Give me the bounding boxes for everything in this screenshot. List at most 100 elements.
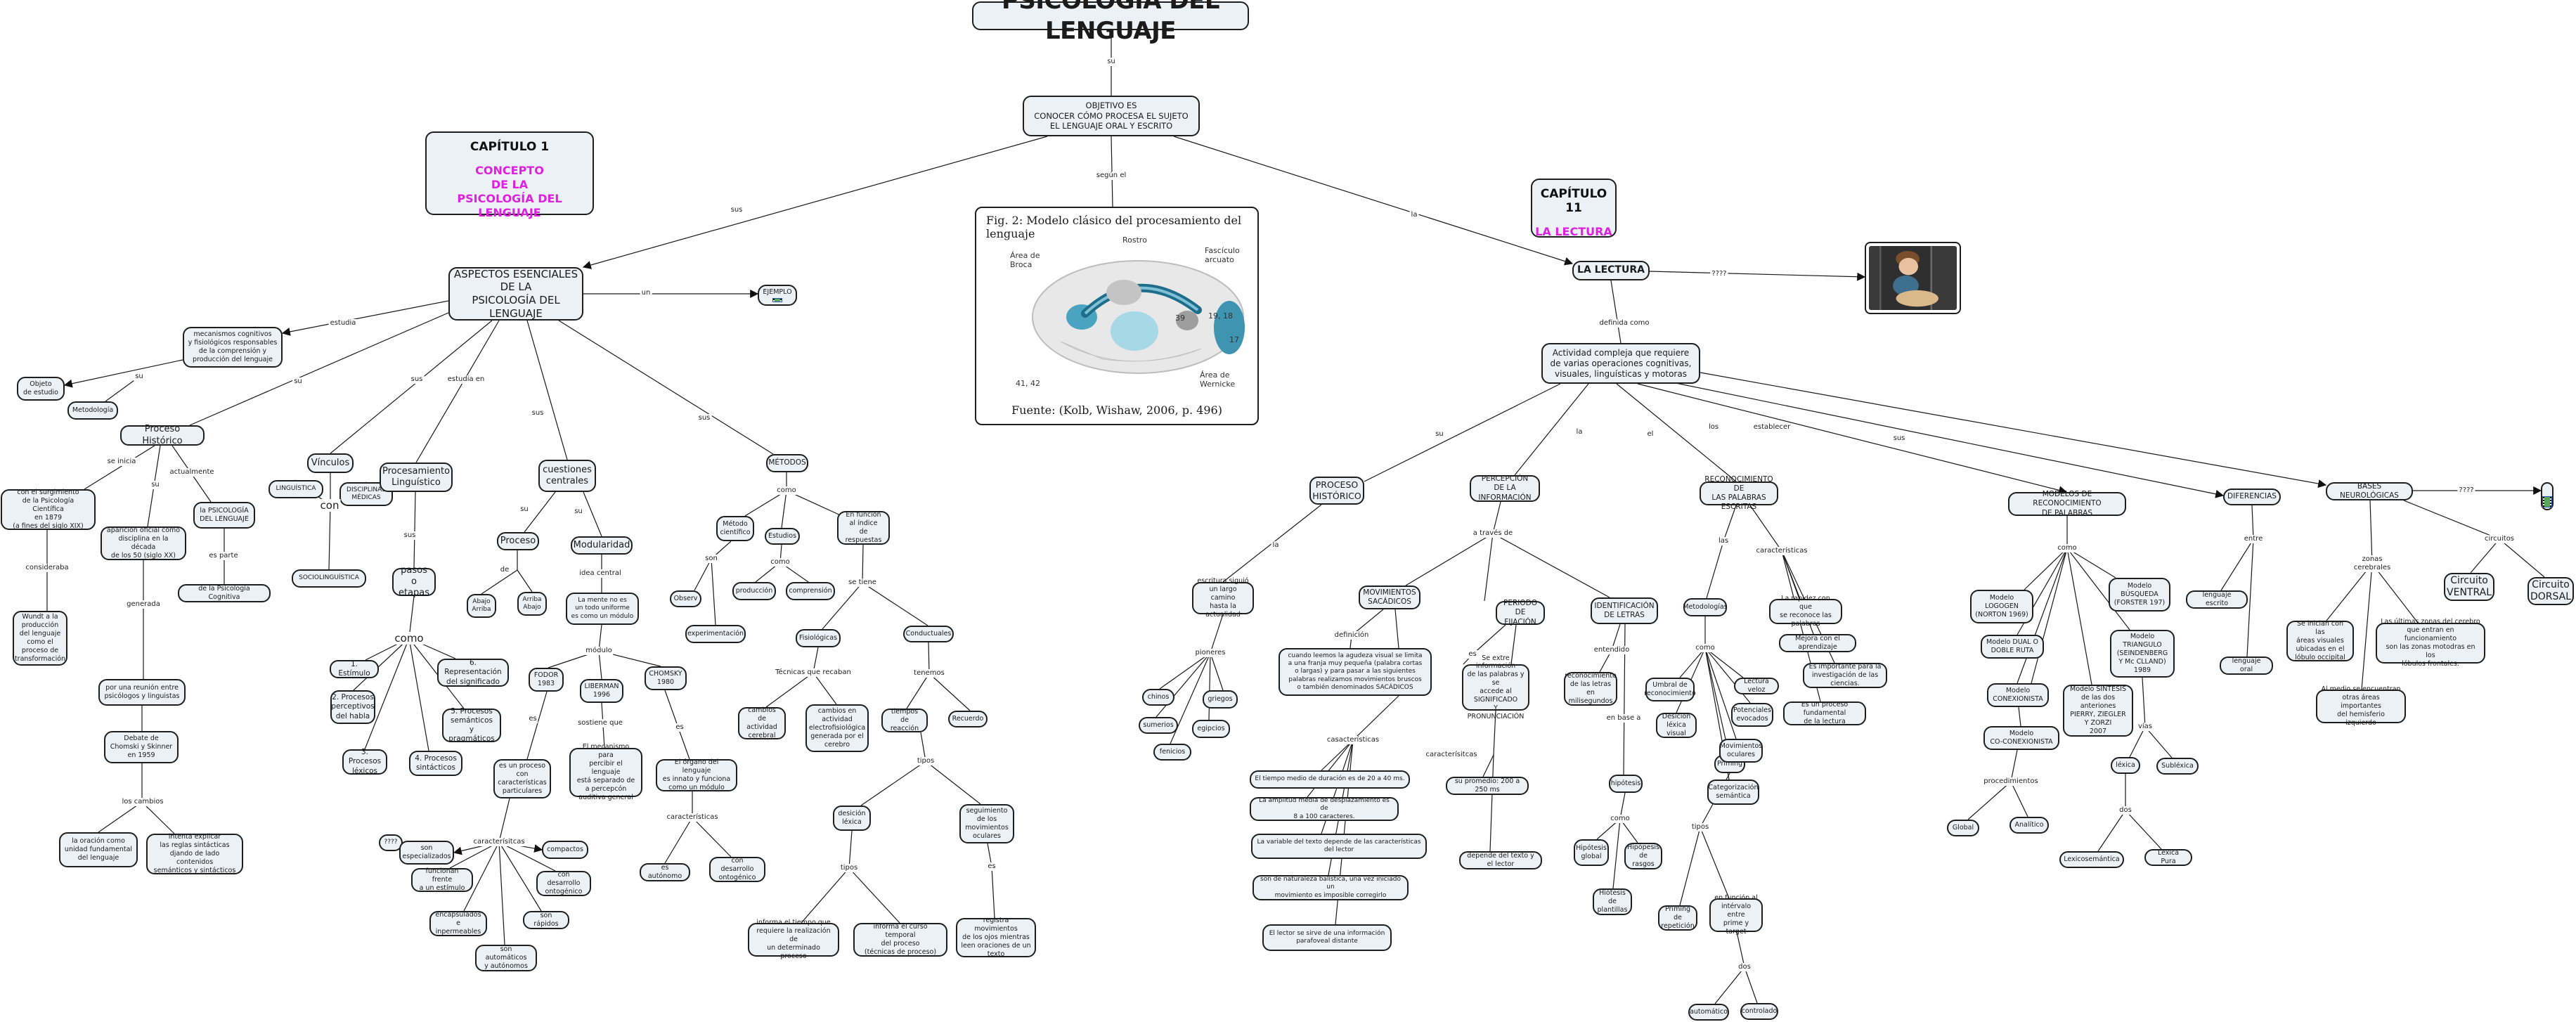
umbral-node[interactable]: Umbral de reconocimiento <box>1644 678 1696 701</box>
promedio-node[interactable]: su promedio: 200 a 250 ms <box>1446 777 1529 795</box>
rapidos-node[interactable]: son rápidos <box>523 911 569 929</box>
egipcios-node[interactable]: egipcios <box>1192 720 1230 738</box>
desarrollo-ontogenico-2-node[interactable]: con desarrollo ontogénico <box>709 857 765 882</box>
modelos-node[interactable]: MODELOS DE RECONOCIMIENTO DE PALABRAS <box>2008 490 2126 517</box>
informa-curso-node[interactable]: informa el curso temporal del proceso (t… <box>853 923 947 957</box>
metodo-cientifico-node[interactable]: Método científico <box>716 516 754 541</box>
pasos-node[interactable]: pasos o etapas <box>392 565 436 598</box>
chomsky-es-node[interactable]: El órgano del lenguaje es innato y funci… <box>656 758 737 791</box>
mejora-node[interactable]: Mejora con el aprendizaje <box>1779 634 1856 652</box>
griegos-node[interactable]: griegos <box>1203 690 1238 709</box>
chomsky-node[interactable]: CHOMSKY 1980 <box>645 666 687 690</box>
reading-child-photo[interactable] <box>1865 242 1961 314</box>
chinos-node[interactable]: chinos <box>1142 689 1174 706</box>
semanticos-node[interactable]: 5. Procesos semánticos y pragmáticos <box>442 707 501 743</box>
sacadicos-caract-4-node[interactable]: son de naturaleza balística, una vez ini… <box>1253 875 1409 900</box>
escritura-node[interactable]: escritura siguió un largo camino hasta l… <box>1192 577 1254 619</box>
sintesis-node[interactable]: Modelo SINTESIS de las dos anteriones PI… <box>2063 685 2133 737</box>
ultimas-zonas-node[interactable]: Las últimas zonas del cerebro que entran… <box>2376 618 2485 668</box>
hipotesis-rasgos-node[interactable]: Hipópesis de rasgos <box>1624 843 1662 869</box>
indice-node[interactable]: En función al índice de respuestas <box>837 511 890 545</box>
logogen-node[interactable]: Modelo LOGOGEN (NORTON 1969) <box>1970 590 2033 623</box>
experimentacion-node[interactable]: experimentación <box>685 625 746 643</box>
metodologias-node[interactable]: Metodologías <box>1683 598 1728 616</box>
al-medio-node[interactable]: Al medio se encuentran otras áreas impor… <box>2316 685 2406 727</box>
psicologia-cognitiva-node[interactable]: de la Psicología Cognitiva <box>178 584 271 602</box>
informa-tiempo-node[interactable]: informa el tiempo que requiere la realiz… <box>748 919 839 960</box>
intervalo-node[interactable]: en función al intérvalo entre prime y ta… <box>1709 894 1763 936</box>
tiempos-reaccion-node[interactable]: tiempos de reacción <box>881 708 928 732</box>
proceso-historico-lectura-node[interactable]: PROCESO HISTÓRICO <box>1309 477 1364 505</box>
areas-visuales-node[interactable]: Se inician con las áreas visuales ubicad… <box>2286 620 2354 661</box>
lectura-veloz-node[interactable]: Lectura veloz <box>1734 678 1779 694</box>
sacadicos-definicion-node[interactable]: cuando leemos la agudeza visual se limit… <box>1279 648 1432 696</box>
objective-node[interactable]: OBJETIVO ES CONOCER CÓMO PROCESA EL SUJE… <box>1023 96 1200 136</box>
metodologia-node[interactable]: Metodología <box>67 401 118 420</box>
procesamiento-linguistico-node[interactable]: Procesamiento Linguístico <box>380 463 453 492</box>
surgimiento-node[interactable]: con el surgimiento de la Psicología Cien… <box>1 489 96 530</box>
cambios-actividad-node[interactable]: cambios de actividad cerebral <box>738 706 786 739</box>
automaticos-node[interactable]: son automáticos y autónomos <box>475 945 537 971</box>
actividad-node[interactable]: Actividad compleja que requiere de varia… <box>1541 343 1700 384</box>
desarrollo-ontogenico-1-node[interactable]: con desarrollo ontogénico <box>536 871 591 896</box>
hipotesis-node[interactable]: hipótesis <box>1609 775 1643 793</box>
sociolinguistica-node[interactable]: SOCIOLINGUÍSTICA <box>292 569 366 588</box>
circuito-dorsal-node[interactable]: Circuito DORSAL <box>2528 577 2574 605</box>
seguimiento-node[interactable]: seguimiento de los movimientos oculares <box>959 804 1014 843</box>
analitico-node[interactable]: Analítico <box>2009 817 2049 834</box>
triangulo-node[interactable]: Modelo TRIANGULO (SEINDENBERG Y Mc CLLAN… <box>2110 630 2175 678</box>
controlado-node[interactable]: controlado <box>1740 1003 1778 1020</box>
video-icon[interactable] <box>2542 496 2552 507</box>
hipotesis-plantillas-node[interactable]: Hiótesis de plantillas <box>1593 888 1632 915</box>
depende-node[interactable]: depende del texto y el lector <box>1459 851 1542 869</box>
perceptivos-node[interactable]: 2. Procesos perceptivos del habla <box>330 690 375 724</box>
metodos-node[interactable]: MÉTODOS <box>766 454 808 472</box>
diferencias-node[interactable]: DIFERENCIAS <box>2223 489 2281 505</box>
fenicios-node[interactable]: fenicios <box>1153 744 1191 761</box>
fisiologicas-node[interactable]: Fisiológicas <box>796 629 841 647</box>
proceso-historico-node[interactable]: Proceso Histórico <box>120 424 205 446</box>
comprension-node[interactable]: comprensión <box>786 582 835 600</box>
fijacion-node[interactable]: PERIODO DE FIJACIÓN <box>1496 599 1545 626</box>
fijacion-es-node[interactable]: Se extre información de las palabras y s… <box>1462 654 1529 720</box>
aparicion-node[interactable]: aparición oficial como disciplina en la … <box>101 526 186 560</box>
produccion-node[interactable]: producción <box>732 582 776 600</box>
autonomo-node[interactable]: es autónomo <box>640 863 690 881</box>
lexicosemantica-node[interactable]: Lexicosemántica <box>2059 851 2124 868</box>
fundamental-node[interactable]: Es un proceso fundamental de la lectura <box>1783 701 1866 725</box>
identificacion-node[interactable]: IDENTIFICACIÓN DE LETRAS <box>1591 597 1658 624</box>
fodor-node[interactable]: FODOR 1983 <box>529 668 564 692</box>
modularidad-node[interactable]: Modularidad <box>571 536 633 555</box>
sintacticos-node[interactable]: 4. Procesos sintácticos <box>409 751 462 776</box>
sacadicos-caract-5-node[interactable]: El lector se sirve de una información pa… <box>1262 924 1392 951</box>
mecanismos-node[interactable]: mecanismos cognitivos y fisiológicos res… <box>183 327 283 368</box>
video-icon[interactable] <box>772 297 782 302</box>
sacadicos-caract-2-node[interactable]: La amplitud media de desplazamiento es d… <box>1250 797 1399 821</box>
vinculos-node[interactable]: Vínculos <box>307 453 354 473</box>
lexicos-node[interactable]: 3. Procesos léxicos <box>342 748 387 775</box>
percepcion-node[interactable]: PERCEPCIÓN DE LA INFORMACIÓN <box>1470 474 1540 502</box>
oracion-node[interactable]: la oración como unidad fundamental del l… <box>59 832 138 867</box>
fodor-es-node[interactable]: es un proceso con características partic… <box>493 759 551 798</box>
la-lectura-node[interactable]: LA LECTURA <box>1572 261 1650 280</box>
ejemplo-node[interactable]: EJEMPLO <box>758 285 797 306</box>
linguistica-node[interactable]: LINGUÍSTICA <box>268 480 323 498</box>
compactos-node[interactable]: compactos <box>542 841 588 859</box>
reunion-node[interactable]: por una reunión entre psicólogos y lingu… <box>98 679 186 706</box>
sacadicos-caract-3-node[interactable]: La variable del texto depende de las car… <box>1251 834 1427 859</box>
recuerdo-node[interactable]: Recuerdo <box>948 711 988 727</box>
proceso-node[interactable]: Proceso <box>497 532 539 550</box>
lenguaje-escrito-node[interactable]: lenguaje escrito <box>2186 590 2248 609</box>
lenguaje-oral-node[interactable]: lenguaje oral <box>2220 656 2273 675</box>
conexionista-node[interactable]: Modelo CONEXIONISTA <box>1987 683 2049 707</box>
lexica-node[interactable]: léxica <box>2111 757 2140 774</box>
dual-node[interactable]: Modelo DUAL O DOBLE RUTA <box>1981 635 2044 659</box>
encapsulados-node[interactable]: encapsulados e inpermeables <box>429 911 487 936</box>
bases-neurologicas-node[interactable]: BASES NEUROLÓGICAS <box>2326 482 2413 500</box>
hipotesis-global-node[interactable]: Hipótesis global <box>1574 839 1609 866</box>
debate-node[interactable]: Debate de Chomski y Skinner en 1959 <box>104 731 179 763</box>
cuestiones-centrales-node[interactable]: cuestiones centrales <box>538 460 596 492</box>
automatico-node[interactable]: automático <box>1688 1004 1729 1021</box>
psicologia-lenguaje-node[interactable]: la PSICOLOGÍA DEL LENGUAJE <box>193 502 255 529</box>
video-node[interactable] <box>2541 482 2554 510</box>
